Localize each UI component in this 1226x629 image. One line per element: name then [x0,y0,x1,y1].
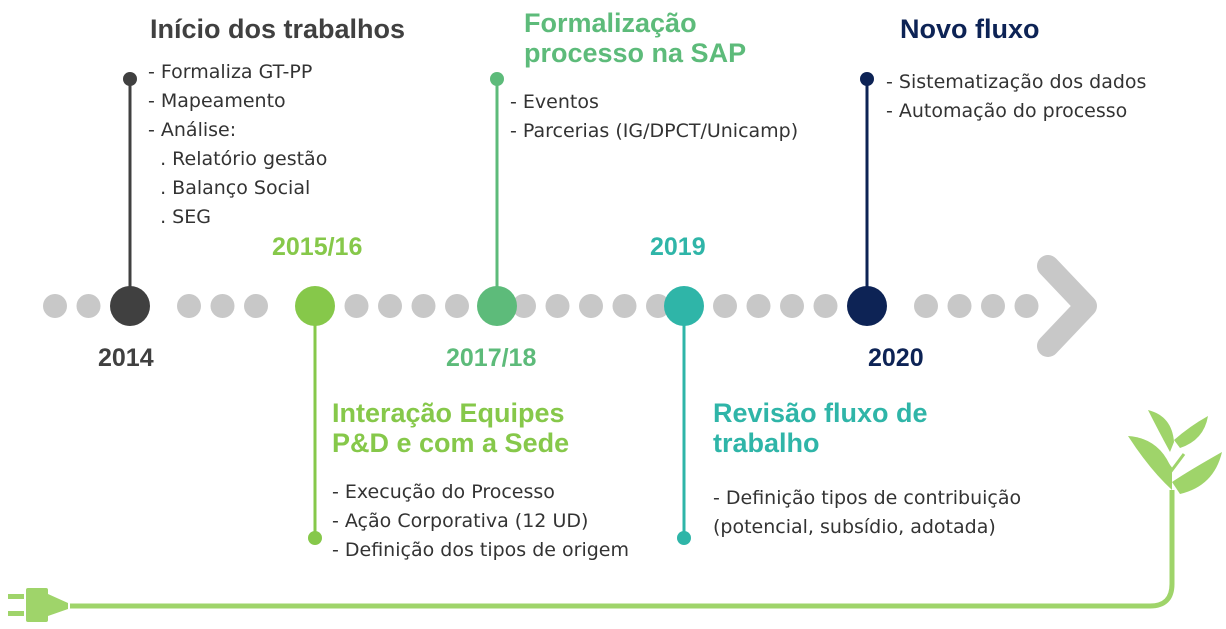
timeline-dot [813,294,838,318]
bullet-item: - Definição tipos de contribuição [713,487,1022,509]
bullet-item: - Ação Corporativa (12 UD) [332,510,589,532]
milestone-2019-bullets: - Definição tipos de contribuição (poten… [713,484,1021,542]
timeline-dot [1014,294,1039,318]
stem-end-dot-2019 [677,531,691,545]
timeline-dot [746,294,771,318]
bullet-item: - Execução do Processo [332,481,555,503]
milestone-dot-2020 [847,286,887,326]
timeline-dot [713,294,737,318]
milestone-2015-title: Interação Equipes P&D e com a Sede [332,398,569,458]
timeline-dot [512,294,536,318]
milestone-2014-year: 2014 [98,344,154,372]
milestone-2015-year: 2015/16 [272,233,363,261]
milestone-2014-bullets: - Formaliza GT-PP - Mapeamento - Análise… [148,58,327,232]
timeline-dot [344,294,369,318]
arrow-head-icon [1037,255,1097,357]
bullet-item: - Análise: [148,119,237,141]
title-line: P&D e com a Sede [332,428,570,458]
bullet-item: . Relatório gestão [148,148,328,170]
timeline-dot [445,294,469,318]
bullet-item: - Formaliza GT-PP [148,61,313,83]
milestone-2017-year: 2017/18 [446,344,537,372]
timeline-dot [244,294,268,318]
timeline-dot [76,294,101,318]
milestone-2020-bullets: - Sistematização dos dados - Automação d… [886,68,1146,126]
bullet-item: . SEG [148,206,211,228]
bullet-item: - Definição dos tipos de origem [332,539,629,561]
stem-end-dot-2015 [308,531,322,545]
milestone-dot-2014 [110,286,150,326]
timeline-dot [947,294,972,318]
timeline-dot [914,294,938,318]
title-line: Revisão fluxo de [713,398,928,428]
bullet-item: (potencial, subsídio, adotada) [713,516,996,538]
timeline-dot [378,294,402,318]
title-line: trabalho [713,428,820,458]
milestone-dot-2019 [664,286,704,326]
bullet-item: - Sistematização dos dados [886,71,1147,93]
timeline-dot [612,294,637,318]
cable-line [70,490,1175,609]
bullet-item: . Balanço Social [148,177,311,199]
milestone-dot-2017 [477,286,517,326]
bullet-item: - Mapeamento [148,90,286,112]
timeline-dot [981,294,1005,318]
milestone-2019-title: Revisão fluxo de trabalho [713,398,928,458]
milestone-2017-bullets: - Eventos - Parcerias (IG/DPCT/Unicamp) [510,88,798,146]
stem-end-dot-2020 [860,72,874,86]
timeline-dot [210,294,235,318]
timeline-dots [43,294,1039,318]
title-line: Formalização [524,8,697,38]
milestone-2020-title: Novo fluxo [900,14,1040,44]
milestone-dot-2015 [295,286,335,326]
timeline-dot [411,294,436,318]
title-line: processo na SAP [524,38,747,68]
milestone-2015-bullets: - Execução do Processo - Ação Corporativ… [332,478,629,565]
stem-end-dot-2017 [490,72,504,86]
milestone-2014-title: Início dos trabalhos [150,14,406,44]
timeline-dot [545,294,570,318]
title-line: Interação Equipes [332,398,565,428]
milestone-2020-year: 2020 [868,344,924,372]
milestone-2017-title: Formalização processo na SAP [524,8,746,68]
timeline-dot [646,294,670,318]
timeline-dot [177,294,201,318]
timeline-dot [579,294,603,318]
stem-end-dot-2014 [123,72,137,86]
bullet-item: - Automação do processo [886,100,1128,122]
bullet-item: - Eventos [510,91,599,113]
bullet-item: - Parcerias (IG/DPCT/Unicamp) [510,120,799,142]
timeline-dot [43,294,67,318]
plant-leaves-icon [1128,410,1222,494]
timeline-dot [780,294,804,318]
plug-icon [8,588,68,622]
milestone-2019-year: 2019 [650,233,706,261]
